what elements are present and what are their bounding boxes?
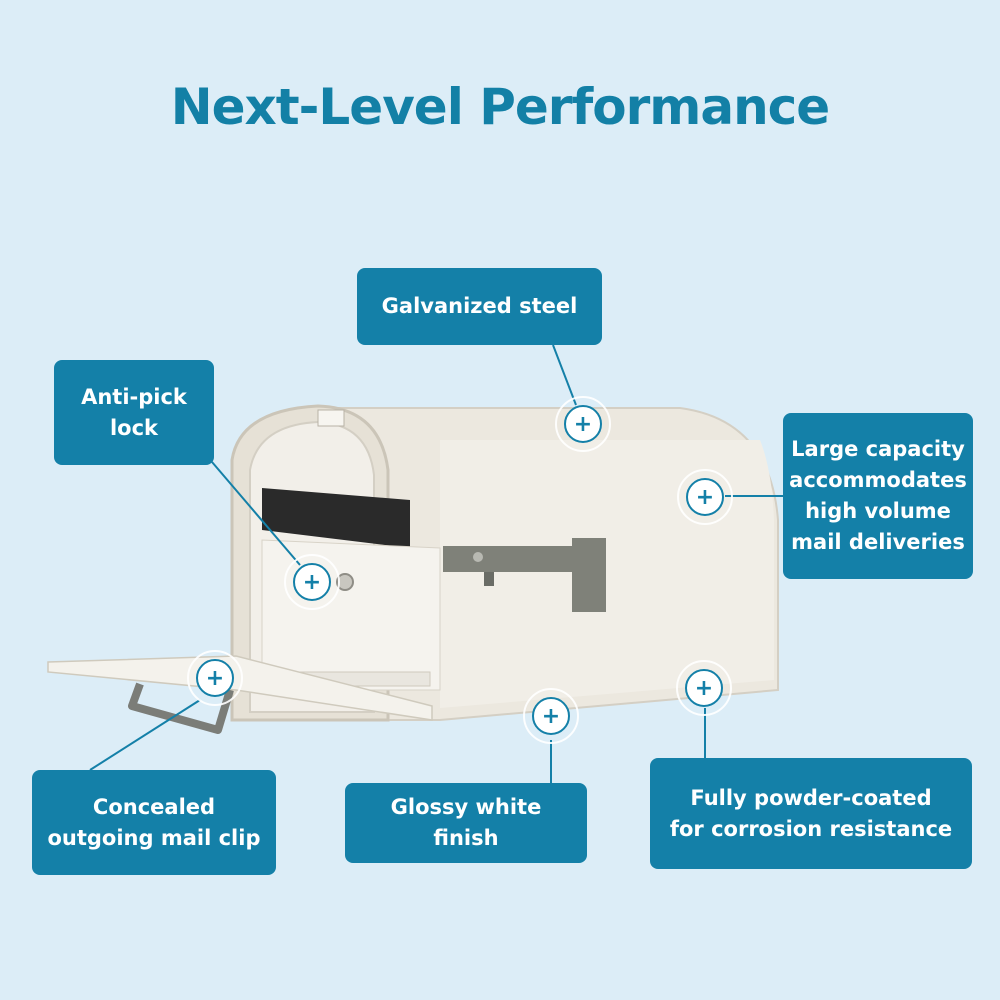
plus-icon: + [206,666,224,691]
page-title: Next-Level Performance [170,78,830,136]
callout-anti-pick-lock: Anti-pick lock [54,360,214,465]
hotspot-clip[interactable]: + [187,650,243,706]
plus-icon: + [542,704,560,729]
hotspot-powder[interactable]: + [676,660,732,716]
callout-mail-clip: Concealed outgoing mail clip [32,770,276,875]
plus-icon: + [695,676,713,701]
hotspot-galvanized[interactable]: + [555,396,611,452]
callout-glossy-finish: Glossy white finish [345,783,587,863]
callout-text: Galvanized steel [381,294,578,318]
hotspot-capacity[interactable]: + [677,469,733,525]
plus-icon: + [303,570,321,595]
callout-powder-coated: Fully powder-coated for corrosion resist… [650,758,972,869]
plus-icon: + [696,485,714,510]
plus-icon: + [574,412,592,437]
callout-text: Glossy white finish [390,795,542,850]
leader-lines [89,344,783,783]
callout-text: Anti-pick lock [81,384,187,440]
callout-text: Fully powder-coated for corrosion resist… [669,785,953,841]
hotspot-glossy[interactable]: + [523,688,579,744]
hotspot-lock[interactable]: + [284,554,340,610]
callout-large-capacity: Large capacity accommodates high volume … [783,413,973,579]
callout-galvanized-steel: Galvanized steel [357,268,602,345]
callout-text: Large capacity accommodates high volume … [789,437,967,554]
callout-text: Concealed outgoing mail clip [47,794,261,850]
